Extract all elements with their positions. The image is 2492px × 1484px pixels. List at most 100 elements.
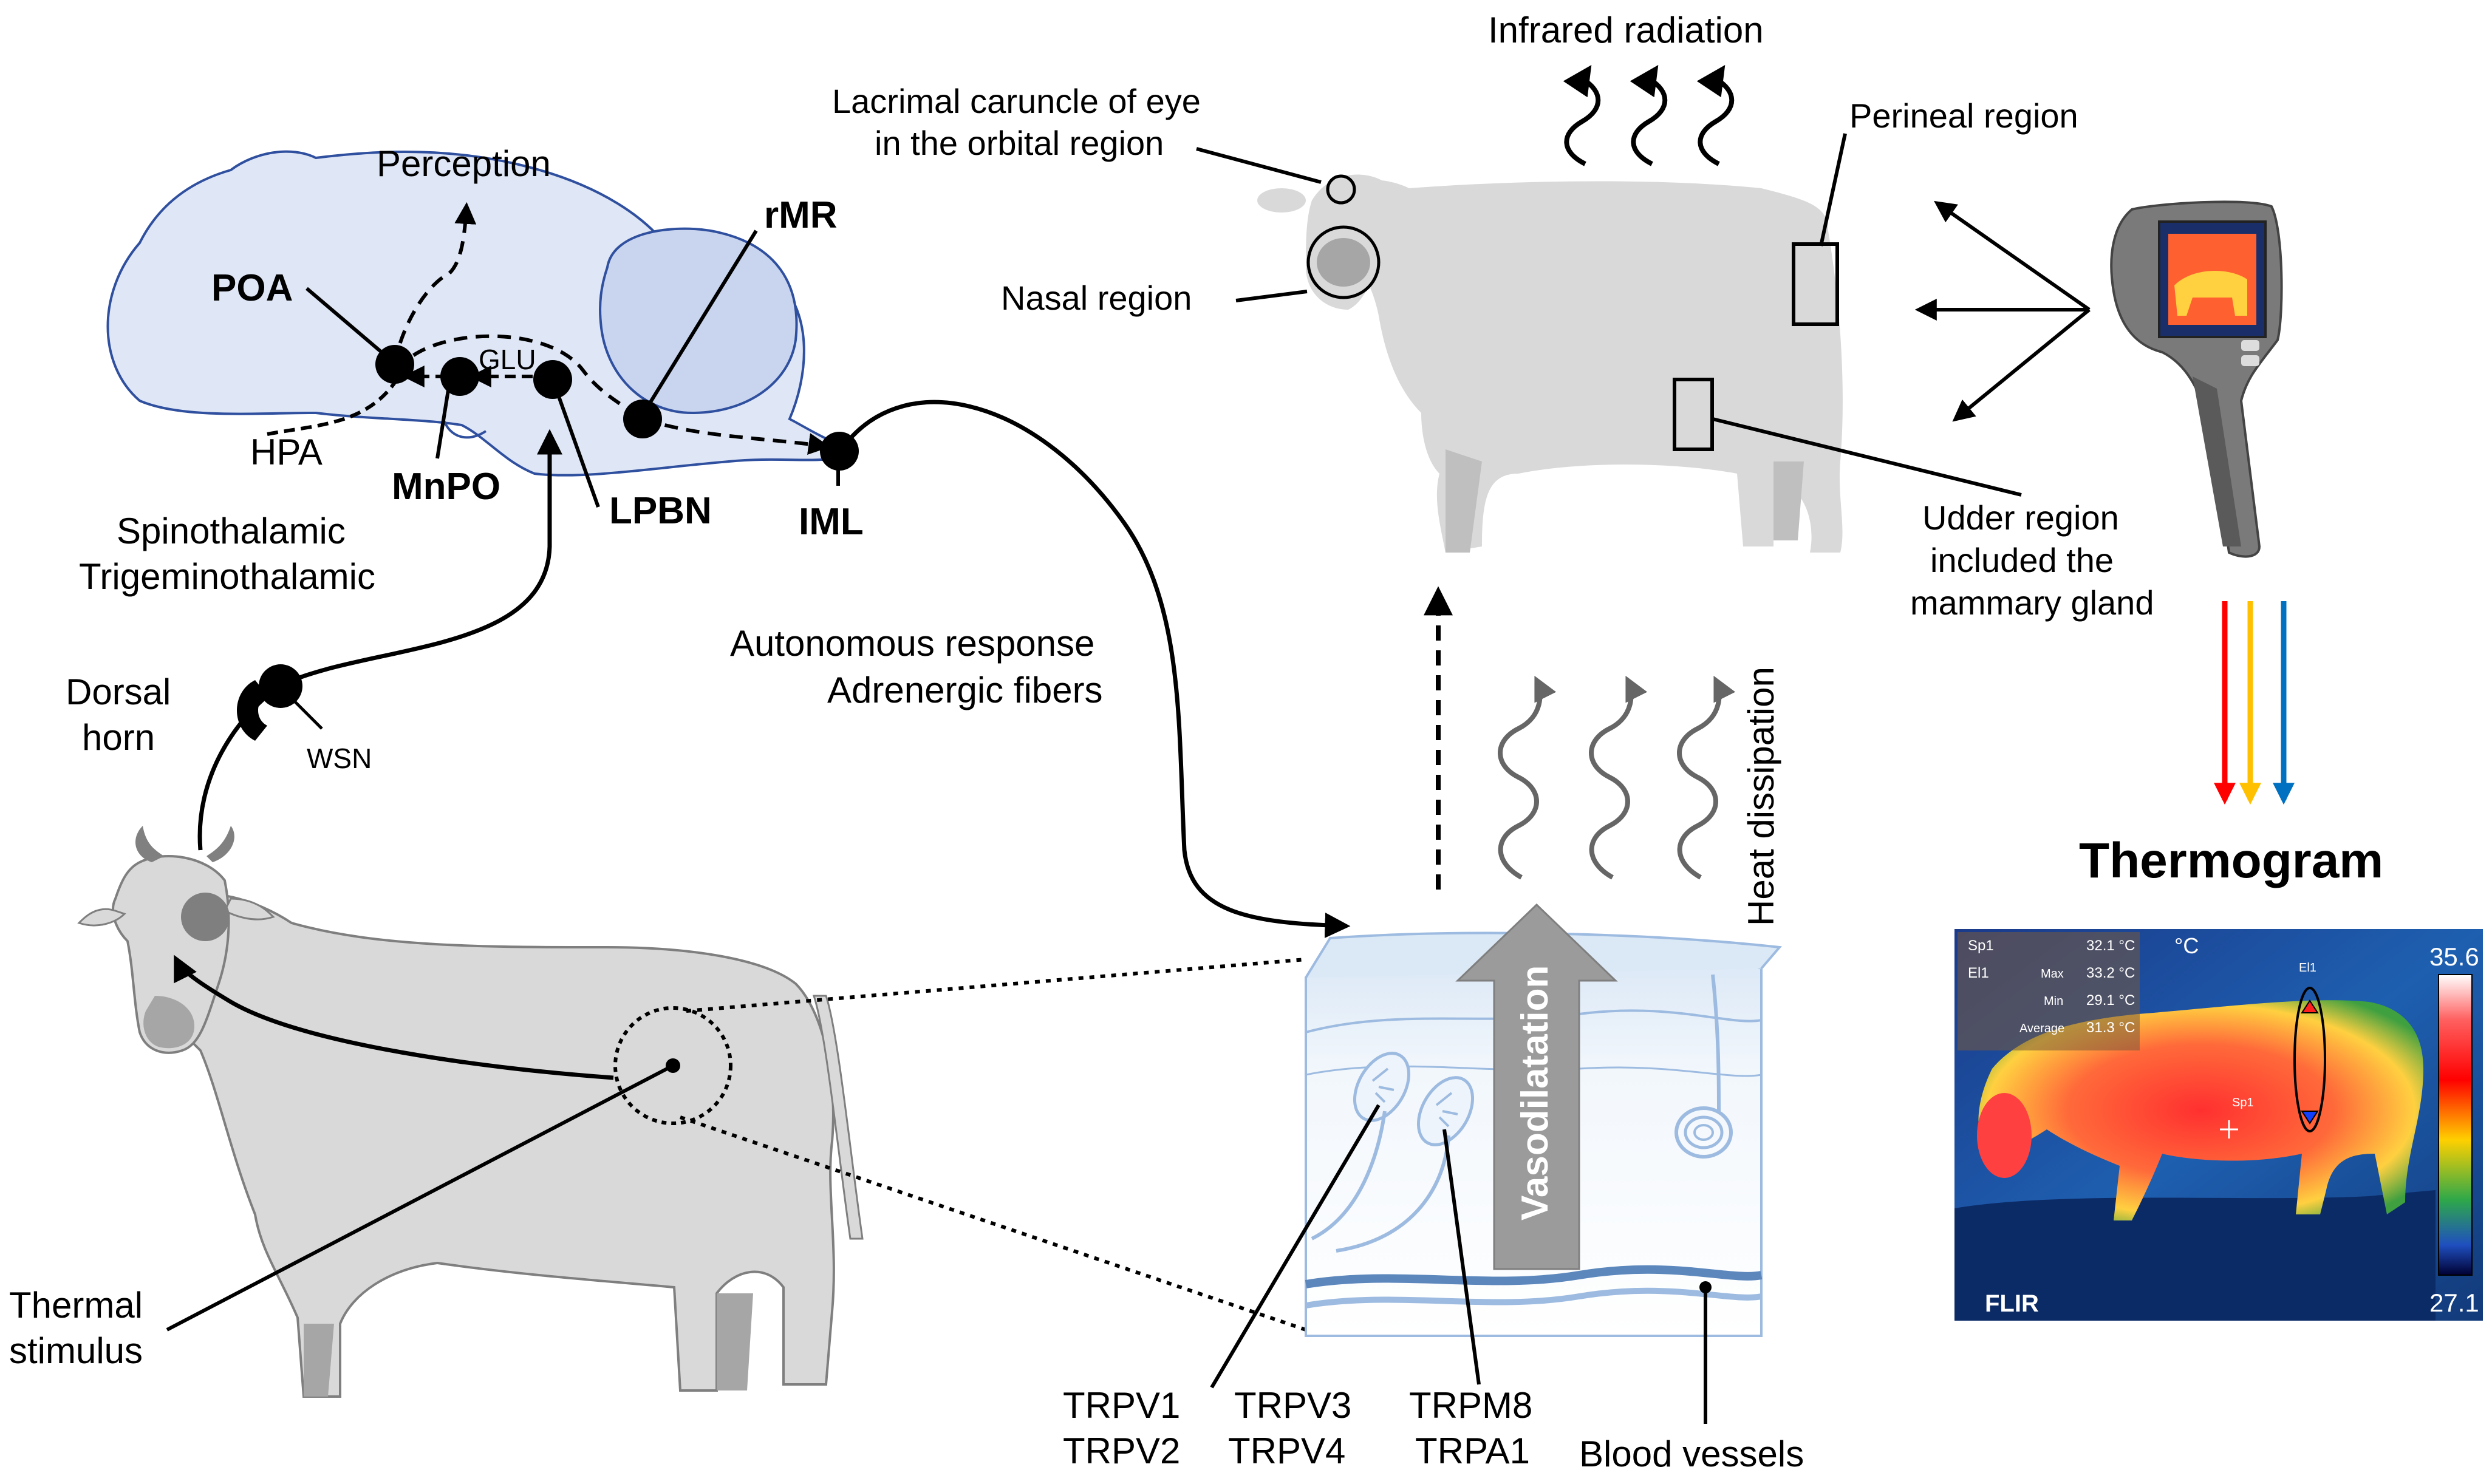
camera-button-2: [2241, 355, 2259, 366]
infrared-waves: [1563, 65, 1735, 166]
sp1-crosshair: [2220, 1120, 2238, 1139]
hypothalamus-spot: [181, 893, 230, 941]
mnpo-pointer: [435, 382, 451, 459]
lacrimal-pointer: [1196, 147, 1322, 184]
camera-screen-cow: [2174, 271, 2247, 316]
measurement-panel: [1958, 932, 2140, 1050]
unit-label: °C: [2174, 933, 2199, 958]
poa-node: [375, 345, 414, 384]
heat-dissipation-waves: [1498, 675, 1736, 880]
el1-marker-label: El1: [2299, 961, 2316, 975]
mnpo-label: MnPO: [392, 466, 500, 508]
vasodilatation-label: Vasodilatation: [1514, 965, 1556, 1220]
brain-diagram: Perception POA GLU rMR HPA MnPO LPBN IML: [106, 143, 864, 543]
hpa-dashed: [267, 381, 397, 436]
cow-muzzle: [143, 996, 194, 1049]
horn-label: horn: [82, 717, 155, 758]
skin-section: Vasodilatation Heat dissipation TRPV1 TR…: [1063, 586, 1804, 1474]
lpbn-node: [533, 360, 572, 399]
spinal-pathway: Spinothalamic Trigeminothalamic Dorsal h…: [66, 400, 1351, 938]
poa-pointer: [306, 287, 390, 360]
udder-label-1: Udder region: [1922, 499, 2119, 537]
trpa1-label: TRPA1: [1415, 1431, 1530, 1471]
udder-pointer: [1712, 417, 2022, 497]
regions-cow-ear: [1257, 188, 1306, 213]
lacrimal-marker: [1326, 174, 1356, 205]
udder-label-3: mammary gland: [1910, 584, 2154, 622]
trpv4-label: TRPV4: [1228, 1431, 1345, 1471]
cow-ear-left: [77, 908, 126, 927]
max-label: Max: [2041, 967, 2064, 981]
scale-max-label: 35.6: [2429, 942, 2479, 971]
autonomous-label: Autonomous response: [730, 623, 1094, 664]
thermogram-ground: [1954, 1190, 2436, 1321]
el1-label: El1: [1968, 965, 1989, 981]
el1-ellipse: [2293, 987, 2326, 1132]
infrared-label: Infrared radiation: [1488, 10, 1764, 50]
efferent-pathway: [838, 400, 1351, 938]
perception-label: Perception: [377, 143, 551, 184]
hypothalamus-notch: [442, 418, 487, 439]
receptor-1: [1311, 1052, 1411, 1241]
mnpo-node: [440, 357, 479, 396]
poa-label: POA: [211, 267, 293, 309]
thermal-label: Thermal: [9, 1285, 143, 1326]
vasodilatation-arrow: [1455, 903, 1618, 1270]
rmr-label: rMR: [764, 194, 838, 236]
poa-dashed-link: [396, 334, 645, 421]
min-value: 29.1 °C: [2086, 992, 2135, 1009]
sp1-value: 32.1 °C: [2086, 938, 2135, 954]
flir-logo: FLIR: [1985, 1290, 2039, 1317]
thermogram-cow: [1978, 1000, 2423, 1220]
sp1-marker-label: Sp1: [2232, 1096, 2254, 1109]
min-label: Min: [2044, 995, 2063, 1008]
trpv3-label: TRPV3: [1234, 1385, 1351, 1426]
cerebellum: [599, 227, 798, 415]
lpbn-label: LPBN: [609, 490, 712, 532]
wsn-label: WSN: [307, 743, 372, 774]
adrenergic-label: Adrenergic fibers: [827, 670, 1103, 710]
heat-dissipation-label: Heat dissipation: [1741, 667, 1781, 926]
iml-label: IML: [799, 501, 864, 543]
max-value: 33.2 °C: [2086, 965, 2135, 981]
stimulus-pathway: [174, 955, 614, 1080]
perineal-marker: [1792, 242, 1839, 326]
cow-horn-left: [135, 826, 164, 862]
sweat-gland: [1674, 974, 1733, 1159]
cow-tail: [812, 995, 864, 1240]
dorsal-horn-shape: [237, 680, 267, 741]
rmr-node: [623, 400, 662, 438]
regions-cow-body: [1318, 180, 1843, 553]
thermal-camera: [1914, 200, 2283, 558]
stimulus-label: stimulus: [9, 1330, 143, 1371]
sp1-label: Sp1: [1968, 938, 1994, 954]
trpv1-label: TRPV1: [1063, 1385, 1180, 1426]
stimulus-area: [613, 1006, 732, 1125]
udder-marker: [1673, 378, 1714, 451]
wsn-pointer: [290, 697, 323, 730]
trpm-pointer: [1442, 1129, 1481, 1385]
cow-ear-right: [223, 897, 275, 921]
cow-body: [154, 893, 835, 1398]
perineal-pointer: [1819, 133, 1847, 247]
scale-min-label: 27.1: [2429, 1288, 2479, 1317]
camera-handle-shade: [2193, 376, 2241, 546]
blood-vessels-label: Blood vessels: [1579, 1434, 1804, 1474]
lpbn-to-iml-dashed: [643, 417, 831, 455]
lacrimal-label-2: in the orbital region: [875, 124, 1164, 162]
spinothalamic-label: Spinothalamic: [117, 511, 346, 551]
nasal-marker: [1306, 225, 1381, 299]
perineal-label: Perineal region: [1849, 97, 2078, 135]
thermogram-image: Sp1 32.1 °C El1 Max 33.2 °C Min 29.1 °C …: [1954, 929, 2483, 1321]
trigeminothalamic-label: Trigeminothalamic: [79, 556, 375, 597]
thermogram-cow-head: [1977, 1093, 2032, 1178]
camera-ray-bottom: [1952, 308, 2091, 422]
average-label: Average: [2019, 1022, 2064, 1035]
regions-cow: Infrared radiation Lacrimal caruncle of …: [832, 10, 2154, 622]
lacrimal-label-1: Lacrimal caruncle of eye: [832, 82, 1201, 120]
cow-horn-right: [207, 826, 234, 862]
rmr-pointer: [642, 230, 758, 414]
thermogram-title: Thermogram: [2079, 833, 2383, 888]
